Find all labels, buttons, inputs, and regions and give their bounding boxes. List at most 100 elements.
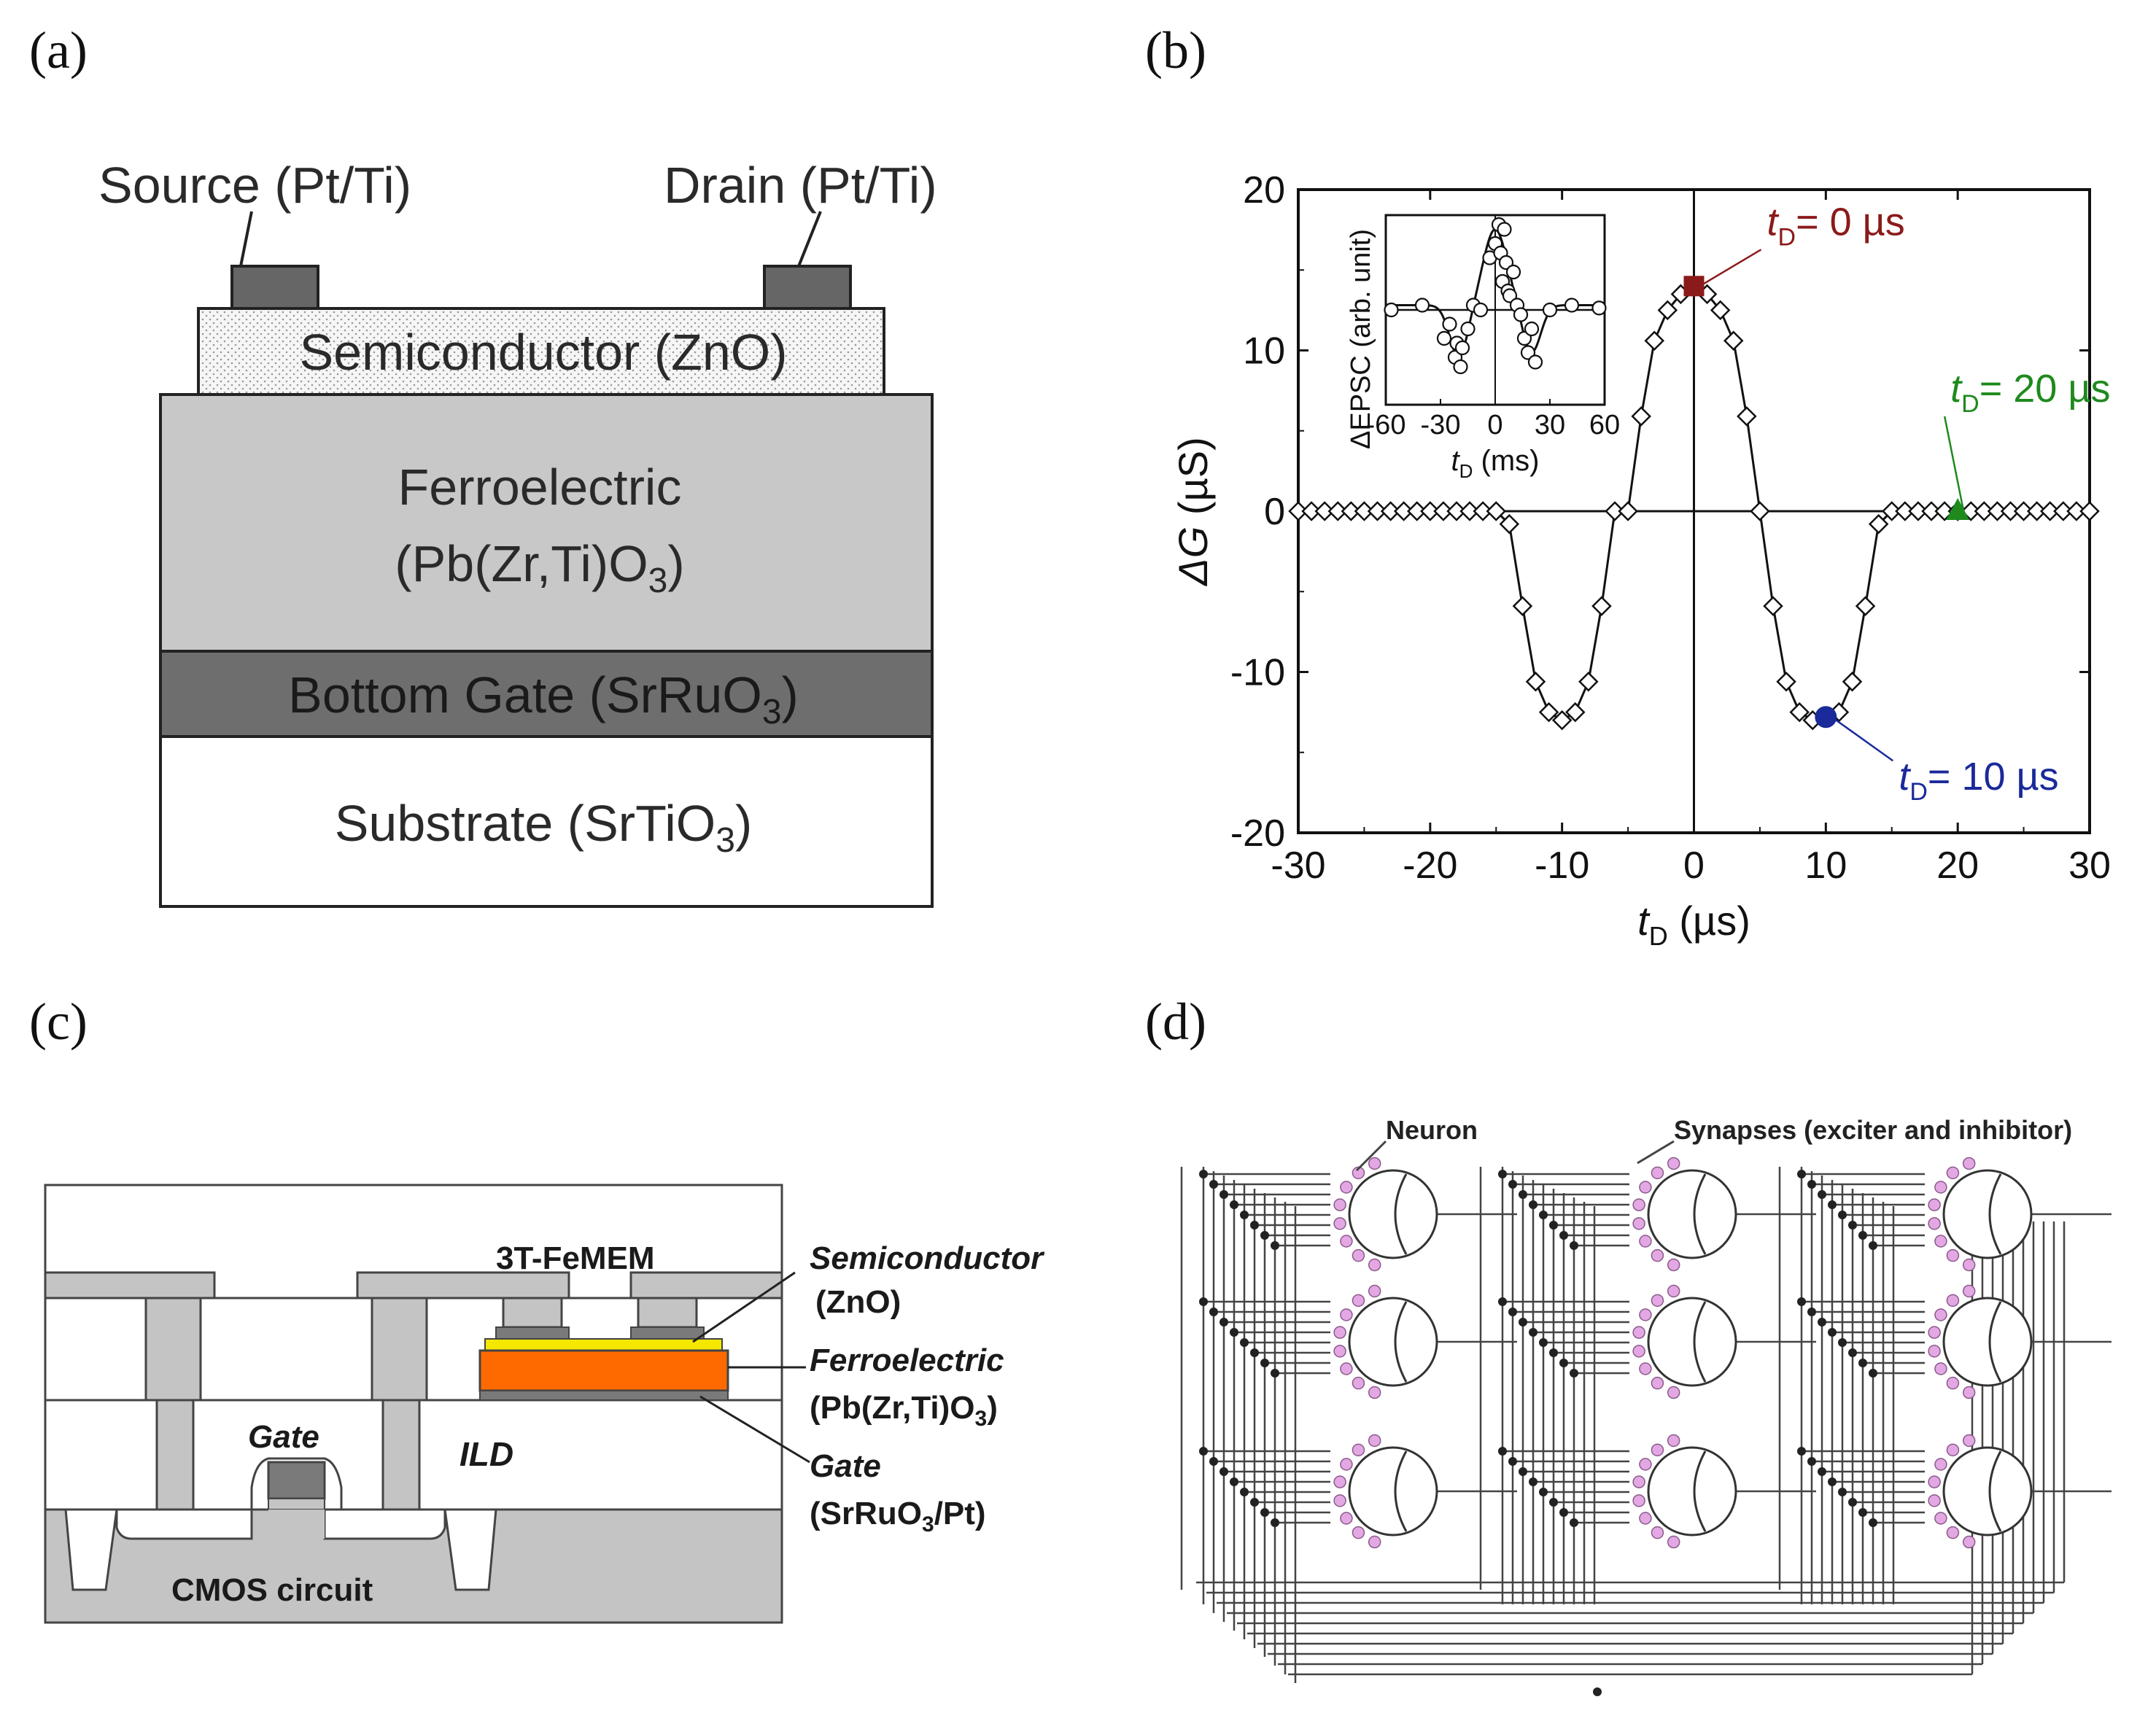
synapse [1632,1198,1645,1211]
junction-dot [1260,1508,1269,1517]
data-point [2039,501,2060,521]
synapse [1651,1166,1664,1180]
top-metal-right [629,1271,783,1300]
junction-dot [1539,1338,1548,1347]
x-tick-label: 10 [1804,844,1847,887]
neuron [1348,1297,1438,1387]
junction-dot [1498,1170,1507,1178]
highlight-leader [1943,416,1965,512]
synapse [1639,1308,1652,1321]
synapse [1352,1294,1365,1308]
junction-dot [1519,1190,1527,1199]
synapse [1946,1376,1960,1390]
neuron [1348,1446,1438,1537]
neuron-label: Neuron [1386,1115,1478,1145]
data-point [2000,501,2021,521]
substrate-label: Substrate (SrTiO3) [335,795,753,860]
junction-dot [1848,1348,1857,1357]
inset-data-point [1442,316,1457,332]
synapse [1639,1362,1652,1375]
inset-y-axis-label: ΔEPSC (arb. unit) [1346,229,1376,449]
data-point [1446,501,1467,521]
junction-dot [1858,1508,1867,1517]
neuron [1647,1446,1737,1537]
synapse [1667,1434,1680,1448]
junction-dot [1240,1488,1249,1496]
junction-dot [1797,1170,1806,1178]
synapse [1934,1181,1947,1194]
junction-dot [1559,1231,1568,1240]
synapse [1352,1248,1365,1262]
data-point [1868,513,1889,535]
neuron-divider [1988,1301,2002,1383]
data-point [1564,702,1586,723]
synapse [1962,1157,1976,1170]
data-point [2053,501,2074,521]
inset-data-point [1564,298,1580,313]
neuron-leader [1355,1140,1387,1172]
synapse [1352,1526,1365,1539]
synapse [1667,1284,1680,1298]
x-tick-label: -20 [1403,844,1457,887]
junction-dot [1539,1488,1548,1496]
inset-x-axis-label: tD (ms) [1451,445,1540,482]
data-point [1750,501,1770,521]
synapse [1368,1535,1381,1549]
junction-dot [1508,1308,1517,1316]
synapse [1352,1376,1365,1390]
diffusion-right [323,1508,446,1540]
synapse [1962,1284,1976,1298]
data-point [2079,501,2100,521]
gate-leader [699,1395,810,1464]
data-point [1737,406,1757,427]
junction-dot [1848,1498,1857,1507]
junction-dot [1519,1467,1527,1476]
panel-label-b: (b) [1145,21,1206,79]
inset-data-point [1460,321,1476,337]
data-point [1288,501,1308,521]
highlight-point-10us [1815,706,1837,729]
synapse [1946,1443,1960,1457]
x-tick-label: 20 [1936,844,1979,887]
highlight-leader [1831,716,1894,762]
junction-dot [1199,1447,1208,1456]
junction-dot [1807,1180,1816,1189]
neuron-divider [1394,1173,1408,1255]
synapse [1928,1494,1941,1507]
inset-x-tick-label: 0 [1487,410,1502,440]
data-point [1657,300,1678,321]
cmos-label: CMOS circuit [171,1572,373,1608]
source-label: Source (Pt/Ti) [98,157,411,214]
inset-data-point [1542,302,1558,318]
femem-contact-right [637,1297,698,1329]
x-axis-label: tD (µs) [1637,898,1750,951]
y-tick-label: -20 [1230,812,1285,855]
junction-dot [1549,1498,1558,1507]
synapse [1333,1494,1346,1507]
ferroelectric-label-line2: (Pb(Zr,Ti)O3) [395,535,684,600]
via-lower-2 [381,1399,421,1511]
diffusion-left [115,1508,253,1540]
synapse [1632,1494,1645,1507]
junction-dot [1250,1498,1259,1507]
junction-dot [1230,1328,1238,1337]
synapse [1368,1157,1381,1170]
data-point [1618,501,1638,521]
junction-dot [1570,1369,1578,1378]
synapse [1962,1434,1976,1448]
cmos-gate-label: Gate [248,1419,319,1455]
data-point [1974,501,1995,521]
junction-dot [1869,1241,1877,1250]
inset-x-tick-label: 60 [1589,410,1620,440]
panel-c-cross-section: 3T-FeMEM Semiconductor (ZnO) Ferroelectr… [44,1184,1045,1624]
junction-dot [1570,1241,1578,1250]
inset-data-point [1414,298,1430,313]
semiconductor-material: (ZnO) [815,1284,901,1320]
synapse [1340,1362,1353,1375]
data-point [1486,501,1507,521]
synapse [1934,1308,1947,1321]
junction-dot [1240,1211,1249,1219]
data-point [1578,671,1599,692]
top-metal-mid [356,1271,570,1300]
semiconductor-layer [197,307,885,396]
